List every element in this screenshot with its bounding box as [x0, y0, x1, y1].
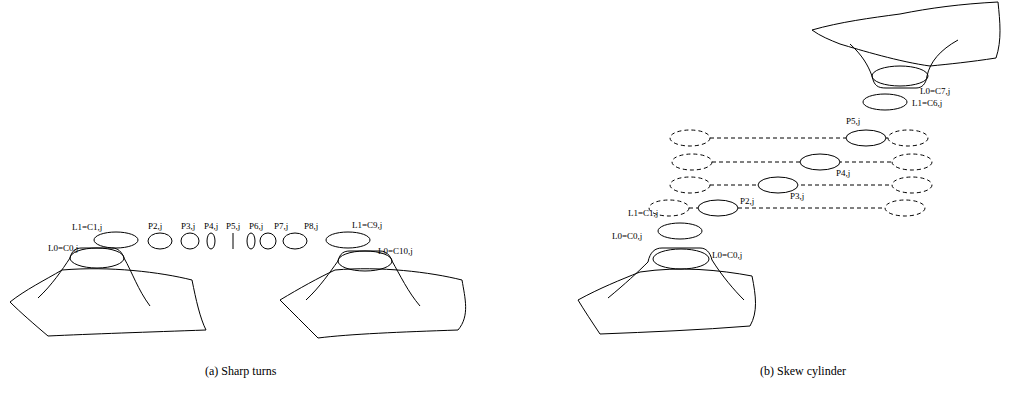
- part-label: L0=C0,j: [48, 243, 78, 253]
- contour: [872, 66, 928, 86]
- surface-bump: [306, 251, 420, 306]
- surface: [280, 269, 466, 338]
- part-label: P4,j: [204, 221, 218, 231]
- contour: [846, 130, 886, 146]
- surface: [578, 269, 756, 334]
- contour: [207, 233, 215, 249]
- part-label: L0=C0,j: [712, 250, 742, 260]
- contour: [94, 232, 138, 248]
- dashed-guides: [649, 130, 932, 216]
- contour: [800, 154, 840, 170]
- part-label: P6,j: [249, 221, 263, 231]
- contour: [283, 233, 307, 249]
- contour: [658, 223, 702, 239]
- part-label: P3,j: [181, 221, 195, 231]
- part-label: P3,j: [790, 191, 804, 201]
- part-label: P5,j: [226, 221, 240, 231]
- part-label: L0=C10,j: [378, 246, 413, 256]
- part-label: P4,j: [836, 168, 850, 178]
- contour: [758, 177, 798, 193]
- surface-bump: [38, 248, 150, 306]
- contour: [326, 232, 370, 248]
- contour: [653, 249, 709, 269]
- part-label: L1=C1,j: [72, 222, 102, 232]
- surface: [10, 269, 206, 336]
- contour: [698, 200, 738, 216]
- part-label: P8,j: [304, 221, 318, 231]
- part-label: P7,j: [274, 221, 288, 231]
- part-label: L1=C6,j: [912, 98, 942, 108]
- surface-bump: [608, 248, 744, 300]
- part-label: P2,j: [148, 221, 162, 231]
- contour: [233, 233, 234, 249]
- contour: [260, 233, 276, 249]
- part-label: L1=C1,j: [628, 208, 658, 218]
- caption: (a) Sharp turns: [205, 364, 276, 378]
- contour: [863, 94, 907, 110]
- surface: [812, 2, 1000, 66]
- part-label: P2,j: [740, 196, 754, 206]
- part-label: L1=C9,j: [352, 220, 382, 230]
- caption: (b) Skew cylinder: [760, 364, 846, 378]
- part-label: P5,j: [846, 116, 860, 126]
- contour: [148, 233, 172, 249]
- contour: [247, 233, 255, 249]
- part-label: L0=C7,j: [920, 86, 950, 96]
- part-label: L0=C0,j: [612, 231, 642, 241]
- contour: [181, 233, 199, 249]
- surface-bump: [850, 40, 958, 88]
